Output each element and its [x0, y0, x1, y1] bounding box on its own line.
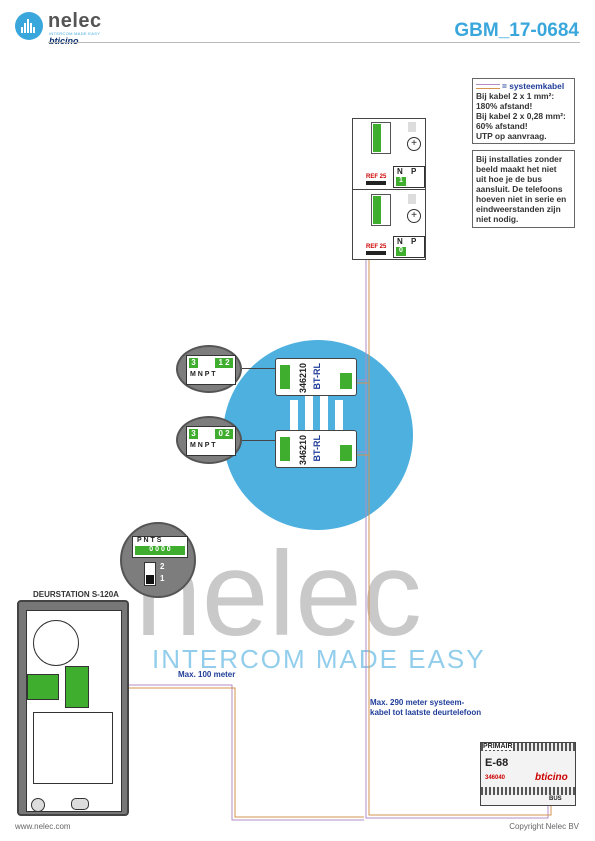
handset2-ref-bar: [366, 251, 386, 255]
header-divider: [48, 42, 580, 43]
handset2-n-label: N: [397, 237, 403, 246]
note-line: aansluit. De telefoons: [476, 184, 563, 194]
door-station: [17, 600, 129, 816]
max-system-line1: Max. 290 meter systeem-: [370, 698, 465, 707]
brand-sub: bticino: [49, 36, 79, 46]
speaker-icon: [33, 620, 79, 666]
relay1-zoom-labels: M N P T: [190, 371, 216, 378]
button-icon: [31, 798, 45, 812]
door-cable-purple: [85, 684, 364, 821]
camera-window: [33, 712, 113, 784]
relay2-terminal-right: [340, 445, 352, 461]
handset-divider: [353, 189, 425, 190]
power-supply: PRIMAIR E-68 346040 bticino BUS: [480, 742, 576, 806]
psu-brand: bticino: [535, 772, 568, 783]
relay1-zoom-left: 3: [189, 358, 198, 368]
door-cable-orange: [85, 687, 364, 818]
handset1-plus-icon: +: [407, 137, 421, 151]
relay2-zoom-labels: M N P T: [190, 442, 216, 449]
cable-swatch-icon: [476, 84, 500, 90]
relay2-model: 346210: [298, 435, 308, 466]
watermark-tagline: INTERCOM MADE EASY: [152, 644, 486, 674]
handset2-ref: REF 25: [366, 244, 387, 250]
handset2-n-value: 0: [396, 247, 406, 256]
handset2-led-icon: [408, 194, 416, 204]
note-line: eindweerstanden zijn: [476, 204, 561, 214]
relay1-terminal-left: [280, 365, 290, 389]
relay2-zoom-right: 0 2: [215, 429, 233, 439]
relay2-module: 346210 BT-RL: [275, 430, 357, 468]
door-zoom: P N T S 0 0 0 0 2 1: [120, 522, 196, 598]
handset1-ref-bar: [366, 181, 386, 185]
note-line: niet nodig.: [476, 214, 519, 224]
relay2-terminal-left: [280, 437, 290, 461]
key-icon: [71, 798, 89, 810]
brand-tagline: INTERCOM MADE EASY: [49, 31, 101, 36]
handset2-p-label: P: [411, 237, 417, 246]
handset1-n-label: N: [397, 167, 403, 176]
psu-model: E-68: [485, 757, 509, 769]
handset1-terminal: [371, 122, 391, 154]
door-zoom-values: 0 0 0 0: [135, 546, 185, 555]
door-zoom-labels: P N T S: [137, 537, 162, 544]
note-line: beeld maakt het niet: [476, 164, 557, 174]
door-zoom-switch-bottom: 1: [160, 574, 165, 583]
relay2-zoom: 3 0 2 M N P T: [176, 416, 242, 464]
brand-name: nelec: [48, 10, 102, 32]
footer-website[interactable]: www.nelec.com: [15, 822, 71, 831]
legend-line: Bij kabel 2 x 1 mm²:: [476, 91, 555, 101]
handset1-ref: REF 25: [366, 174, 387, 180]
relay1-zoom-right: 1 2: [215, 358, 233, 368]
psu-vent-top: [481, 743, 575, 751]
legend-line: UTP op aanvraag.: [476, 131, 547, 141]
psu-code: 346040: [485, 775, 506, 781]
footer-copyright: Copyright Nelec BV: [509, 822, 579, 831]
handset2-np-config: N P 0: [393, 236, 425, 258]
relay2-subtitle: BT-RL: [312, 435, 322, 462]
bus-cable-orange: [368, 150, 552, 816]
relay2-zoom-panel: 3 0 2 M N P T: [186, 426, 236, 456]
legend-title: = systeemkabel: [502, 81, 565, 91]
max-door-distance: Max. 100 meter: [178, 670, 236, 679]
door-station-label: DEURSTATION S-120A: [33, 590, 119, 599]
relay1-model: 346210: [298, 363, 308, 394]
door-zoom-switch-icon: [144, 562, 156, 586]
max-system-line2: kabel tot laatste deurtelefoon: [370, 708, 482, 717]
relay1-zoom: 3 1 2 M N P T: [176, 345, 242, 393]
handset2-plus-icon: +: [407, 209, 421, 223]
relay2-zoom-left: 3: [189, 429, 198, 439]
psu-top-label: PRIMAIR: [483, 743, 513, 750]
relay1-subtitle: BT-RL: [312, 363, 322, 390]
relay2-zoom-leader: [242, 440, 275, 441]
legend-line: 60% afstand!: [476, 121, 528, 131]
handset1-np-config: N P 1: [393, 166, 425, 188]
door-zoom-switch-top: 2: [160, 562, 165, 571]
psu-bus-label: BUS: [549, 796, 562, 802]
handset1-n-value: 1: [396, 177, 406, 186]
legend-line: 180% afstand!: [476, 101, 533, 111]
document-id: GBM_17-0684: [454, 20, 579, 41]
note-box: Bij installaties zonder beeld maakt het …: [472, 150, 575, 228]
door-terminal-bus: [65, 666, 89, 708]
legend-box: = systeemkabel Bij kabel 2 x 1 mm²: 180%…: [472, 78, 575, 144]
relay1-zoom-panel: 3 1 2 M N P T: [186, 355, 236, 385]
note-line: uit hoe je de bus: [476, 174, 543, 184]
door-zoom-panel: P N T S 0 0 0 0: [132, 536, 188, 558]
note-line: hoeven niet in serie en: [476, 194, 567, 204]
door-terminal-left: [27, 674, 59, 700]
psu-vent-bottom: [481, 787, 575, 795]
handset1-p-label: P: [411, 167, 417, 176]
bus-cable-purple: [365, 150, 549, 819]
relay1-terminal-right: [340, 373, 352, 389]
handset1-led-icon: [408, 122, 416, 132]
brand-logo-icon: [15, 12, 43, 40]
note-line: Bij installaties zonder: [476, 154, 563, 164]
handset2-terminal: [371, 194, 391, 226]
relay1-zoom-leader: [242, 368, 275, 369]
relay1-module: 346210 BT-RL: [275, 358, 357, 396]
legend-line: Bij kabel 2 x 0,28 mm²:: [476, 111, 566, 121]
